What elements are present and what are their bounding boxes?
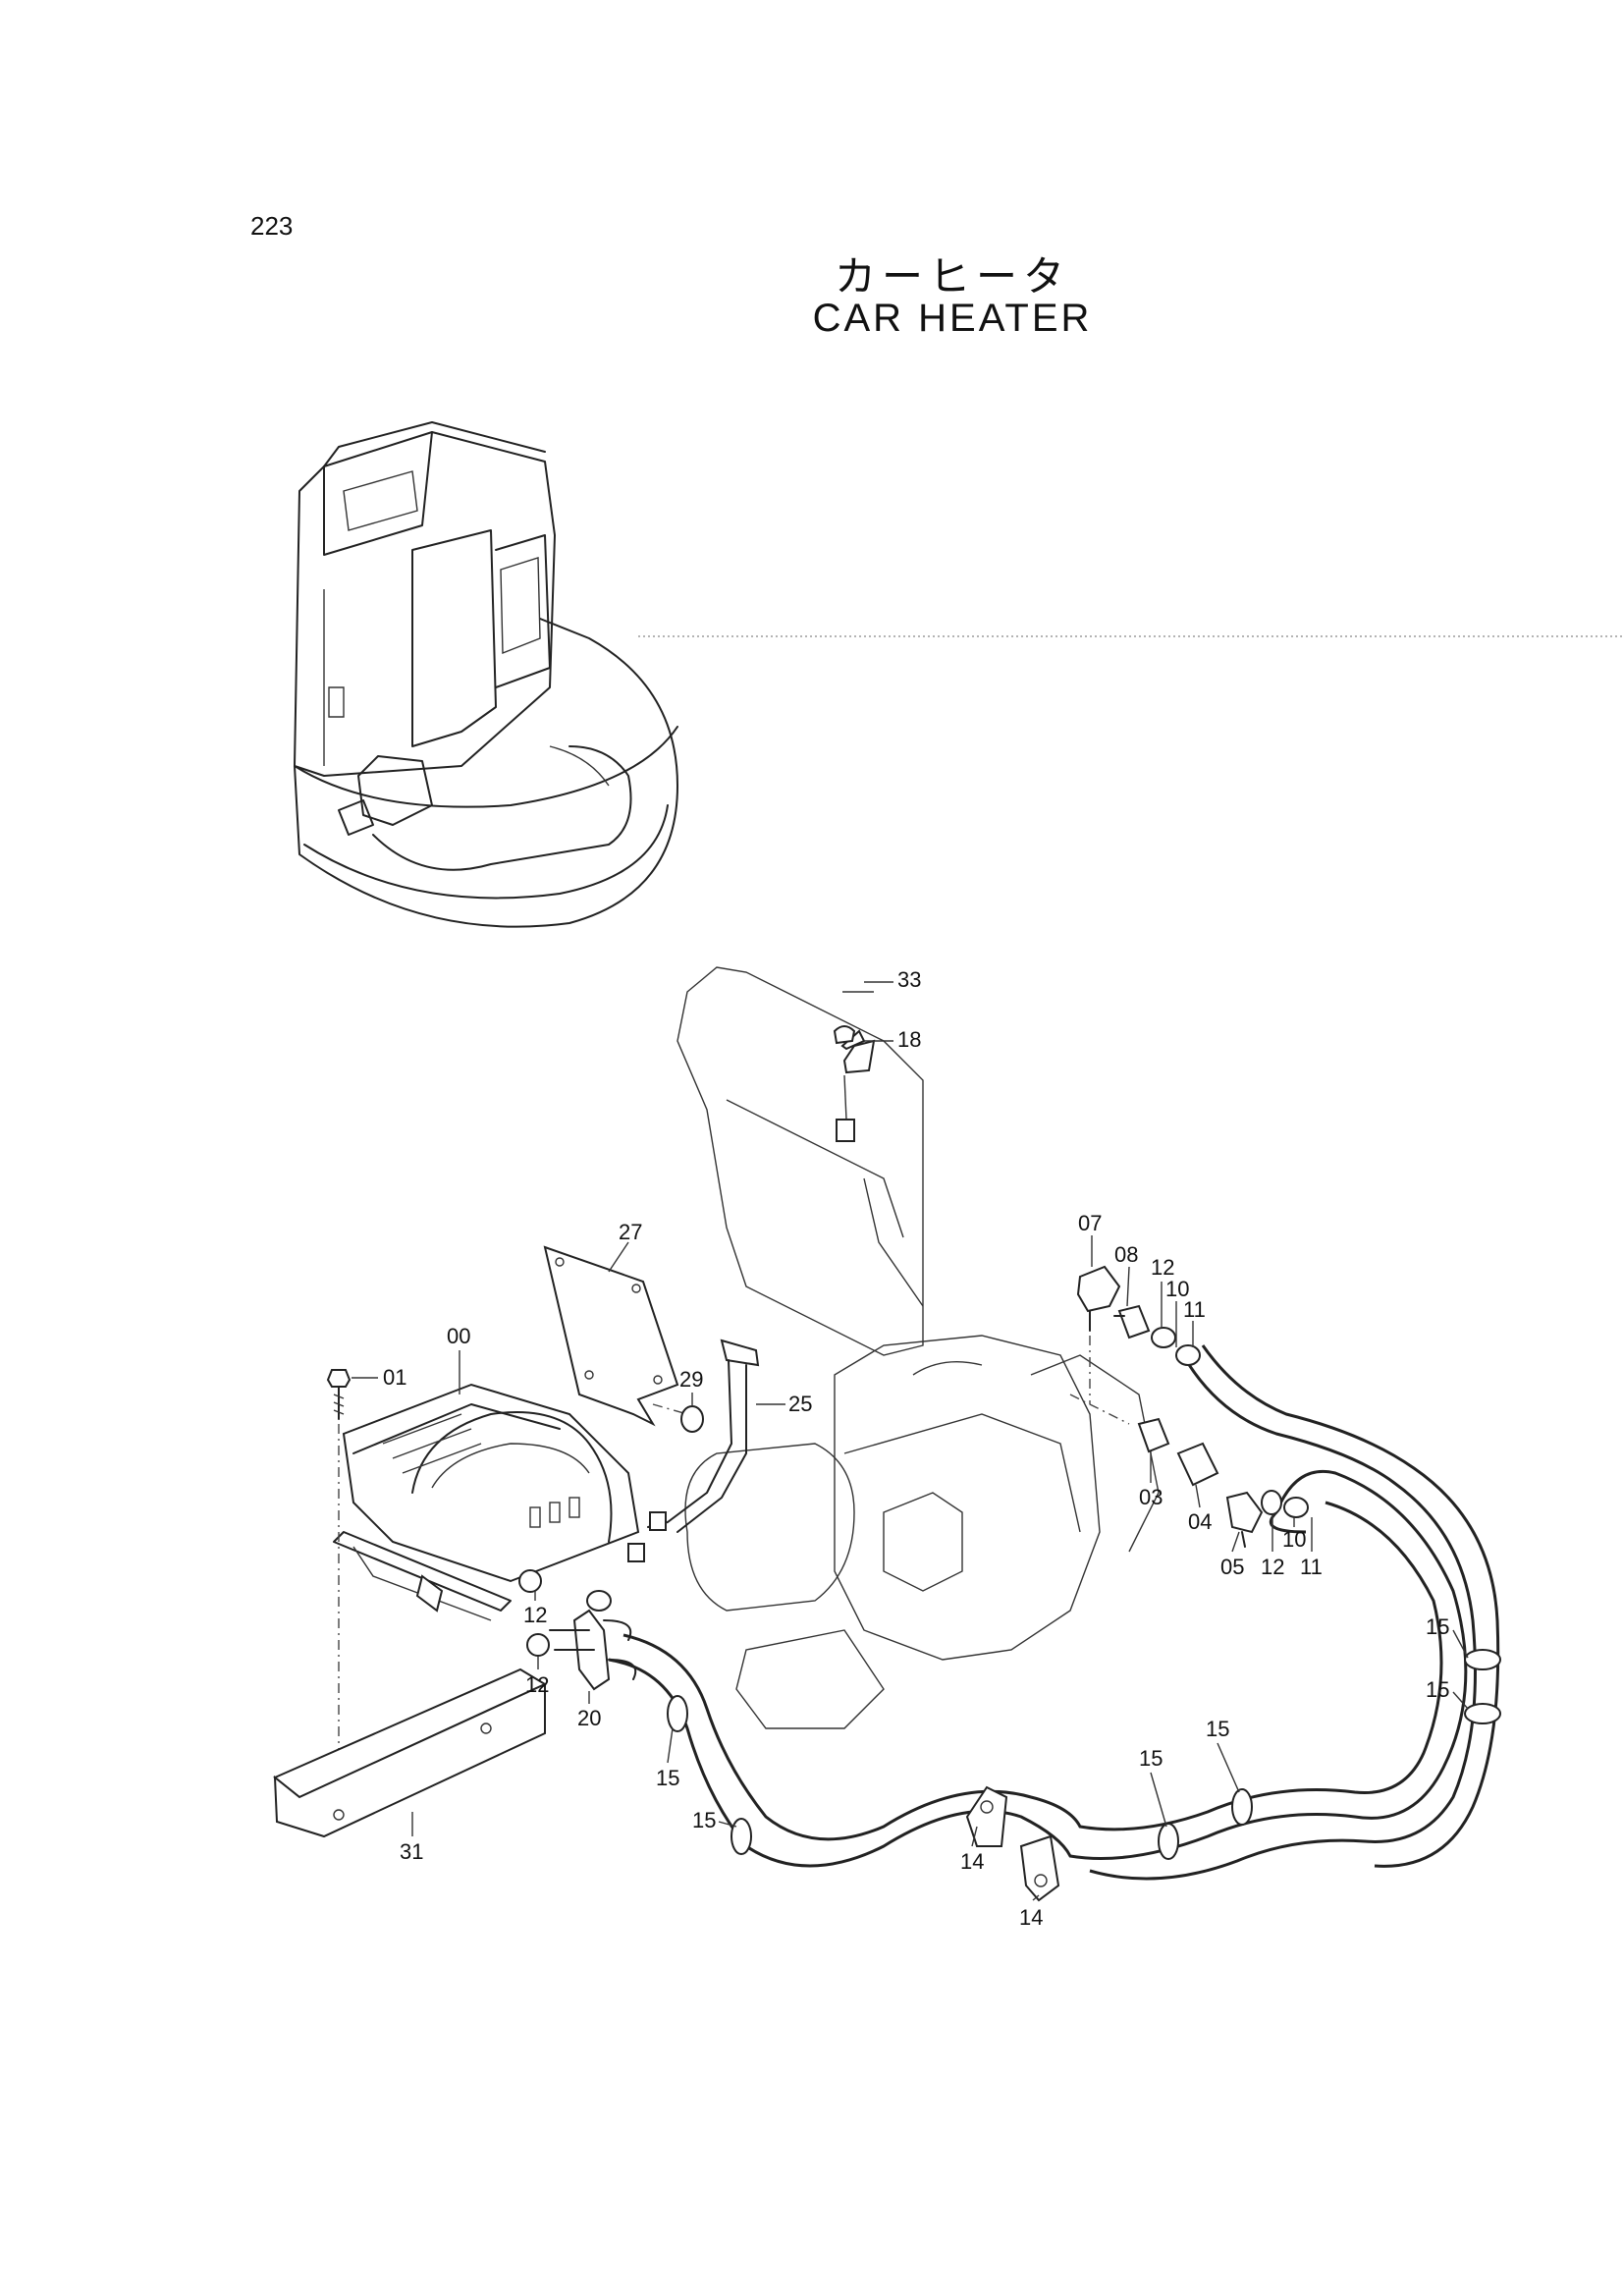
callout-08: 08 — [1114, 1242, 1138, 1267]
diagram-title-japanese: カーヒータ — [834, 252, 1070, 301]
valve-fittings-upper — [1076, 1265, 1201, 1404]
page-number: 223 — [250, 211, 294, 241]
callout-14: 14 — [960, 1849, 984, 1874]
hose-clamps — [667, 1649, 1501, 1860]
callout-04: 04 — [1188, 1509, 1212, 1534]
radiator-panel — [833, 991, 924, 1307]
callout-15: 15 — [1139, 1746, 1163, 1771]
callout-10: 10 — [1282, 1527, 1306, 1552]
callout-10: 10 — [1165, 1277, 1189, 1301]
mounting-bracket — [273, 1667, 548, 1838]
callout-15: 15 — [1426, 1677, 1449, 1702]
callout-12: 12 — [1151, 1255, 1174, 1280]
callout-labels: 33 18 07 08 12 10 11 27 00 01 29 25 03 0… — [383, 967, 1449, 1930]
callout-15: 15 — [656, 1766, 679, 1790]
callout-12: 12 — [523, 1603, 547, 1627]
callout-15: 15 — [1206, 1717, 1229, 1741]
diagram-title-english: CAR HEATER — [812, 297, 1093, 340]
callout-03: 03 — [1139, 1485, 1163, 1509]
callout-05: 05 — [1220, 1555, 1244, 1579]
callout-leaders — [411, 981, 1469, 1901]
callout-15: 15 — [1426, 1614, 1449, 1639]
heater-unit — [333, 1383, 640, 1621]
callout-12: 12 — [1261, 1555, 1284, 1579]
valve-fittings-lower — [1069, 1394, 1309, 1548]
callout-27: 27 — [619, 1220, 642, 1244]
callout-07: 07 — [1078, 1211, 1102, 1235]
wire-harness — [627, 1339, 785, 1562]
engine-outline — [676, 966, 1160, 1729]
callout-18: 18 — [897, 1027, 921, 1052]
callout-01: 01 — [383, 1365, 406, 1390]
callout-29: 29 — [679, 1367, 703, 1392]
callout-11: 11 — [1183, 1297, 1206, 1322]
callout-33: 33 — [897, 967, 921, 992]
callout-15: 15 — [692, 1808, 716, 1832]
callout-14: 14 — [1019, 1905, 1043, 1930]
callout-31: 31 — [400, 1839, 423, 1864]
hose-connectors — [518, 1569, 637, 1691]
callout-12: 12 — [525, 1672, 549, 1697]
excavator-cab-illustration — [294, 421, 678, 928]
hose-brackets — [965, 1785, 1060, 1902]
grommet — [680, 1405, 704, 1433]
callout-11: 11 — [1300, 1555, 1323, 1579]
cover-plate — [543, 1245, 688, 1427]
callout-00: 00 — [447, 1324, 470, 1348]
callout-20: 20 — [577, 1706, 601, 1730]
callout-25: 25 — [788, 1392, 812, 1416]
heater-hoses — [608, 1344, 1500, 1881]
